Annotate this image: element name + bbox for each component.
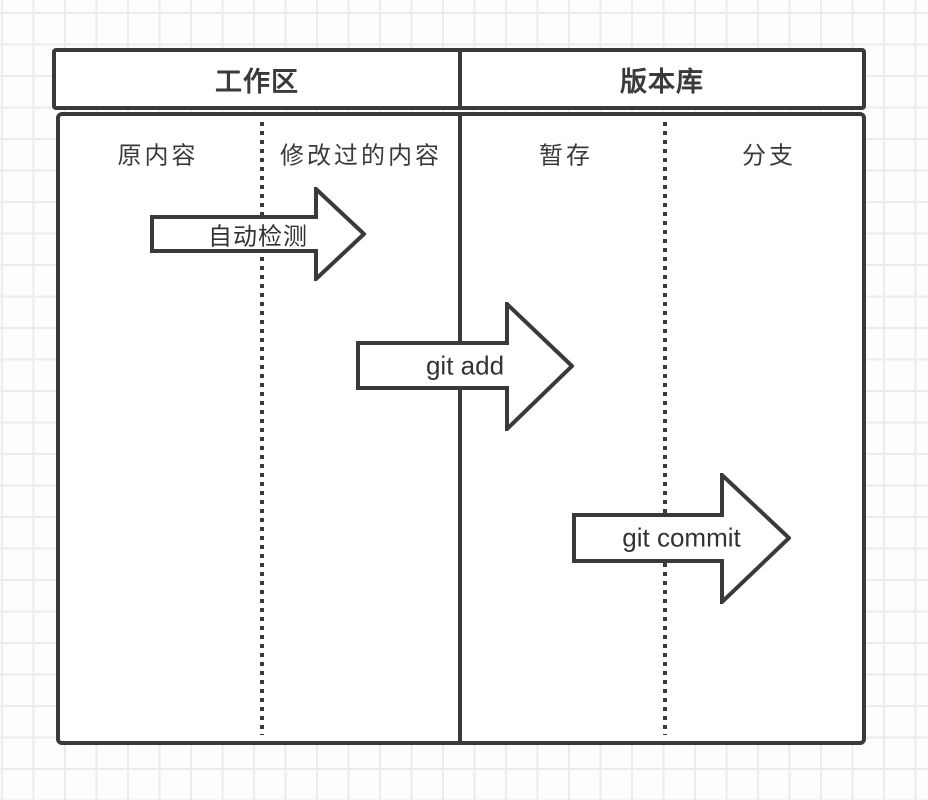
right-arrow-icon	[572, 473, 791, 604]
column-label-branch: 分支	[742, 142, 796, 170]
column-label-staging: 暂存	[539, 142, 593, 170]
right-arrow-icon	[150, 187, 366, 281]
section-title-repository: 版本库	[620, 66, 704, 97]
section-header-repository: 版本库	[462, 52, 862, 106]
arrow-label-auto-detect: 自动检测	[208, 223, 308, 251]
arrow-git-commit: git commit	[572, 473, 791, 604]
arrow-label-git-add: git add	[425, 350, 505, 381]
working-area-column-divider	[260, 122, 264, 735]
section-title-working-area: 工作区	[215, 66, 299, 97]
arrow-git-add: git add	[356, 302, 574, 431]
right-arrow-icon	[356, 302, 574, 431]
repository-column-divider	[663, 122, 667, 735]
section-header-working-area: 工作区	[56, 52, 462, 106]
column-label-modified-content: 修改过的内容	[280, 142, 442, 170]
column-label-original-content: 原内容	[117, 142, 199, 170]
section-divider-line	[458, 116, 462, 741]
header-row: 工作区 版本库	[52, 48, 866, 110]
arrow-auto-detect: 自动检测	[150, 187, 366, 281]
arrow-label-git-commit: git commit	[622, 522, 741, 553]
